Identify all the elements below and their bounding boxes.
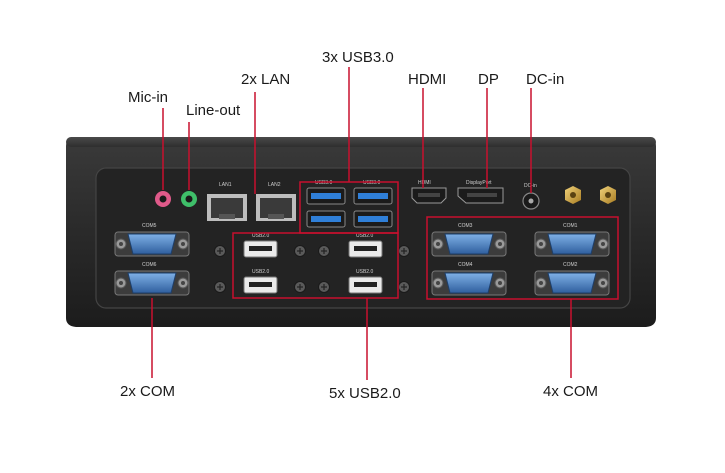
panel-label-com2: COM2 [563,262,578,268]
dc-in-jack [522,192,540,210]
serial-port-com5 [114,231,190,257]
panel-label-com5: COM5 [142,223,157,229]
serial-port-com3 [431,231,507,257]
panel-label-com1: COM1 [563,223,578,229]
panel-label-usb30-a: USB3.0 [315,180,332,186]
panel-label-usb20-d: USB2.0 [356,269,373,275]
panel-label-usb20-c: USB2.0 [356,233,373,239]
label-hdmi: HDMI [408,71,447,88]
label-usb3: 3x USB3.0 [322,49,394,66]
label-com-left: 2x COM [120,383,176,400]
panel-label-com3: COM3 [458,223,473,229]
panel-label-dp: DisplayPort [466,180,492,186]
panel-label-usb20-b: USB2.0 [252,269,269,275]
com-right-highlight-box [426,216,619,300]
label-lan: 2x LAN [241,71,291,88]
panel-label-com4: COM4 [458,262,473,268]
displayport-port [457,187,504,204]
antenna-connector-2 [600,186,616,204]
antenna-connector-1 [565,186,581,204]
serial-port-com2 [534,270,610,296]
usb2-highlight-box [232,232,399,299]
usb3-ports [306,187,393,228]
serial-port-com4 [431,270,507,296]
label-mic-in: Mic-in [128,89,168,106]
label-com-right: 4x COM [543,383,599,400]
mic-in-jack [155,191,171,207]
lan-port-2 [256,194,296,221]
panel-label-hdmi: HDMI [418,180,431,186]
serial-port-com1 [534,231,610,257]
chassis-top-edge [66,137,656,147]
panel-label-usb20-a: USB2.0 [252,233,269,239]
usb2-ports [243,240,383,294]
panel-label-lan1: LAN1 [219,182,232,188]
label-dc-in: DC-in [526,71,565,88]
panel-screws [214,245,410,293]
label-usb2: 5x USB2.0 [329,385,401,402]
lan-port-1 [207,194,247,221]
panel-labels: LAN1 LAN2 USB3.0 USB3.0 HDMI DisplayPort… [142,180,578,275]
panel-label-usb30-b: USB3.0 [363,180,380,186]
label-dp: DP [478,71,499,88]
label-line-out: Line-out [186,102,241,119]
panel-label-com6: COM6 [142,262,157,268]
line-out-jack [181,191,197,207]
panel-label-lan2: LAN2 [268,182,281,188]
serial-ports [114,231,610,296]
hdmi-port [411,187,447,204]
serial-port-com6 [114,270,190,296]
